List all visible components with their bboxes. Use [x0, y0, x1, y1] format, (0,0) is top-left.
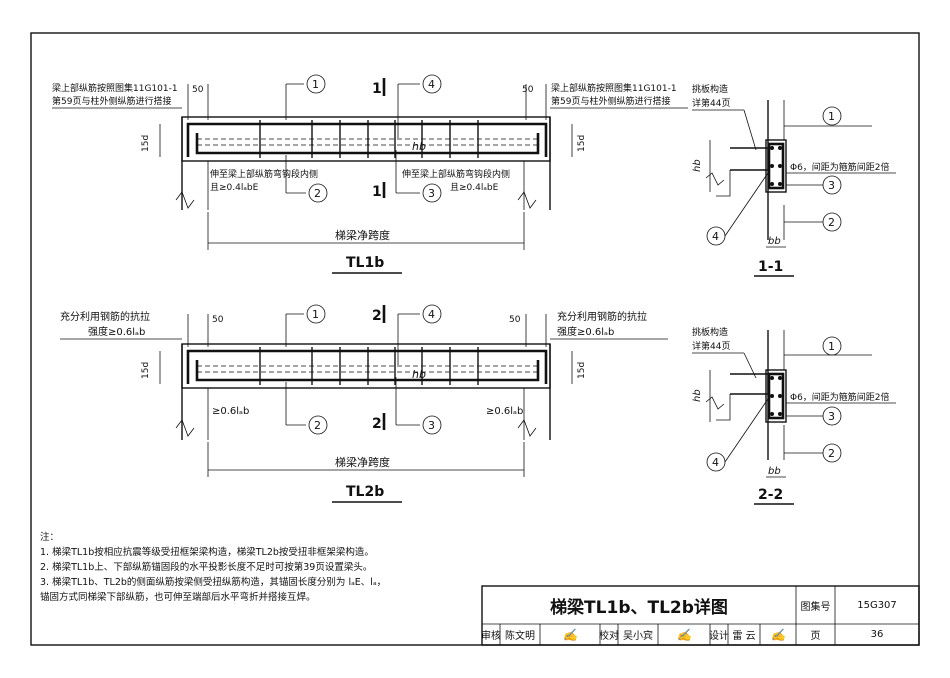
check-label: 校对 [599, 631, 619, 642]
beam1-callout-3: 3 [428, 187, 435, 200]
notes-item-4: 锚固方式同梯梁下部纵筋，也可伸至端部后水平弯折并搭接互焊。 [40, 592, 316, 603]
beam1-15d-right: 15d [577, 135, 587, 152]
notes-item-2: 2. 梯梁TL1b上、下部纵筋锚固段的水平投影长度不足时可按第39页设置梁头。 [40, 562, 373, 573]
beam1-span-label: 梯梁净跨度 [335, 228, 390, 242]
beam2-15d-left: 15d [141, 362, 151, 379]
section2-beam [765, 369, 787, 423]
page-label: 页 [810, 631, 821, 642]
section1-beam [765, 139, 787, 193]
beam1-note-top-right-1: 梁上部纵筋按照图集11G101-1 [551, 82, 677, 94]
section1-callout-2: 2 [828, 216, 835, 229]
beam2-lower-right: ≥0.6lₐb [486, 406, 523, 417]
beam2-dim-50-left: 50 [212, 315, 224, 325]
beam2-note-top-left-2: 强度≥0.6lₐb [88, 325, 145, 338]
section-1-1: 挑板构造 详第44页 Φ6，间距为箍筋间距2倍 1 3 2 4 hb bb 1-… [692, 83, 896, 277]
beam2-section-mark-top: 2 [372, 308, 382, 324]
beam2-hb: hb [412, 368, 426, 381]
section1-callout-4: 4 [712, 230, 719, 243]
review-label: 审核 [481, 631, 501, 642]
beam-tl2b: 2 2 1 4 2 3 hb 充分利用钢筋的抗拉 强度≥0.6lₐb 充分利用钢… [60, 304, 668, 503]
beam1-top-bar [186, 122, 548, 157]
beam1-note-top-left-2: 第59页与柱外侧纵筋进行搭接 [52, 95, 171, 107]
section2-label: 2-2 [758, 487, 783, 503]
section2-callout-1: 1 [828, 340, 835, 353]
beam2-15d-right: 15d [577, 362, 587, 379]
notes-item-3: 3. 梯梁TL1b、TL2b的侧面纵筋按梁侧受扭纵筋构造，其锚固长度分别为 lₐ… [40, 577, 387, 588]
section1-note-2: 详第44页 [692, 97, 730, 109]
section1-bb: bb [768, 236, 781, 247]
beam1-hb: hb [412, 140, 426, 153]
beam2-section-mark-bottom: 2 [372, 416, 382, 432]
reviewer-name: 陈文明 [505, 631, 535, 642]
section2-note-2: 详第44页 [692, 340, 730, 352]
beam1-lower-note-right-2: 且≥0.4lₐbE [450, 182, 499, 193]
beam2-label: TL2b [346, 484, 384, 500]
section1-callout-3: 3 [828, 179, 835, 192]
beam2-callout-1: 1 [312, 308, 319, 321]
beam2-callout-4: 4 [428, 308, 435, 321]
section2-callout-3: 3 [828, 410, 835, 423]
beam2-note-top-right-1: 充分利用钢筋的抗拉 [557, 310, 647, 323]
beam2-callout-2: 2 [314, 419, 321, 432]
section2-bb: bb [768, 466, 781, 477]
beam1-section-mark-bottom: 1 [372, 184, 382, 200]
atlas-no: 15G307 [857, 599, 897, 611]
section2-callout-4: 4 [712, 456, 719, 469]
page-no: 36 [870, 629, 884, 640]
beam2-span-label: 梯梁净跨度 [335, 455, 390, 469]
beam1-callout-4: 4 [428, 78, 435, 91]
section-2-2: 挑板构造 详第44页 Φ6，间距为箍筋间距2倍 1 3 2 4 hb bb 2-… [692, 326, 896, 505]
section2-note-1: 挑板构造 [692, 326, 728, 338]
beam-tl1b: 1 1 1 4 2 3 hb 梁上部纵筋按照图集11G101-1 第59页与柱外… [52, 74, 688, 274]
beam1-note-top-right-2: 第59页与柱外侧纵筋进行搭接 [551, 95, 670, 107]
beam2-callout-3: 3 [428, 419, 435, 432]
section2-callout-2: 2 [828, 447, 835, 460]
section1-stirrup-note: Φ6，间距为箍筋间距2倍 [790, 161, 890, 173]
checker-name: 吴小宾 [623, 631, 653, 642]
beam1-label: TL1b [346, 255, 384, 271]
drawing-title: 梯梁TL1b、TL2b详图 [550, 597, 728, 618]
notes-item-1: 1. 梯梁TL1b按相应抗震等级受扭框架梁构造，梯梁TL2b按受扭非框架梁构造。 [40, 547, 374, 558]
section1-callout-1: 1 [828, 110, 835, 123]
beam2-lower-left: ≥0.6lₐb [212, 406, 249, 417]
notes-heading: 注： [40, 532, 60, 543]
section1-note-1: 挑板构造 [692, 83, 728, 95]
beam1-dim-50-right: 50 [522, 85, 534, 95]
beam2-dim-50-right: 50 [509, 315, 521, 325]
checker-signature: ✍ [676, 627, 692, 642]
atlas-no-label: 图集号 [800, 601, 831, 613]
beam1-section-mark-top: 1 [372, 81, 382, 97]
beam2-top-bar [186, 349, 548, 384]
title-block-grid [481, 585, 920, 646]
beam1-15d-left: 15d [141, 135, 151, 152]
section2-stirrup-note: Φ6，间距为箍筋间距2倍 [790, 391, 890, 403]
beam1-note-top-left-1: 梁上部纵筋按照图集11G101-1 [52, 82, 178, 94]
section1-hb: hb [692, 159, 703, 172]
design-label: 设计 [709, 631, 729, 642]
beam2-note-top-left-1: 充分利用钢筋的抗拉 [60, 310, 150, 323]
designer-signature: ✍ [770, 627, 786, 642]
designer-name: 雷 云 [732, 631, 756, 642]
beam1-callout-2: 2 [314, 187, 321, 200]
reviewer-signature: ✍ [562, 627, 578, 642]
notes-block: 注： 1. 梯梁TL1b按相应抗震等级受扭框架梁构造，梯梁TL2b按受扭非框架梁… [40, 530, 480, 605]
beam1-dim-50-left: 50 [192, 85, 204, 95]
beam1-lower-note-left-2: 且≥0.4lₐbE [210, 182, 259, 193]
beam1-lower-note-right-1: 伸至梁上部纵筋弯钩段内侧 [402, 168, 510, 180]
section1-label: 1-1 [758, 259, 783, 275]
beam1-callout-1: 1 [312, 78, 319, 91]
section2-hb: hb [692, 389, 703, 402]
sheet-border [30, 32, 920, 646]
beam2-note-top-right-2: 强度≥0.6lₐb [557, 325, 614, 338]
beam1-lower-note-left-1: 伸至梁上部纵筋弯钩段内侧 [210, 168, 318, 180]
